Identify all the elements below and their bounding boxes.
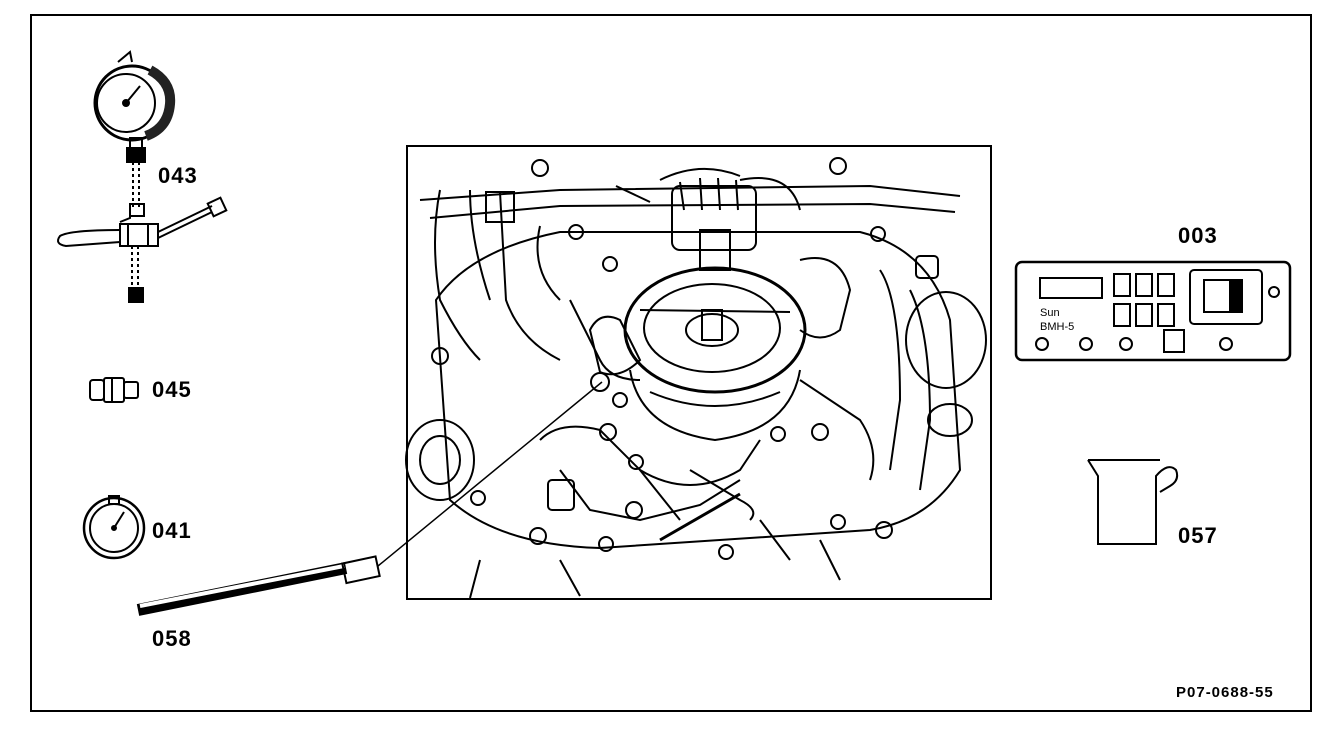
callout-041: 041	[152, 518, 192, 543]
callout-058: 058	[152, 626, 192, 651]
tester-model-label: BMH-5	[1040, 321, 1074, 333]
measuring-beaker-tool	[1087, 459, 1179, 545]
callout-045: 045	[152, 377, 192, 402]
flexible-hose-tool	[136, 381, 603, 616]
figure-border	[30, 14, 1312, 712]
electronic-tester-tool	[1014, 260, 1292, 362]
stopwatch-tool	[82, 495, 146, 560]
drawing-number: P07-0688-55	[1176, 684, 1274, 701]
pressure-gauge-tool	[57, 50, 228, 303]
callout-003: 003	[1178, 223, 1218, 248]
tester-brand-label: Sun	[1040, 307, 1060, 319]
adapter-fitting-tool	[89, 377, 139, 403]
engine-illustration	[405, 145, 992, 600]
callout-043: 043	[158, 163, 198, 188]
callout-057: 057	[1178, 523, 1218, 548]
